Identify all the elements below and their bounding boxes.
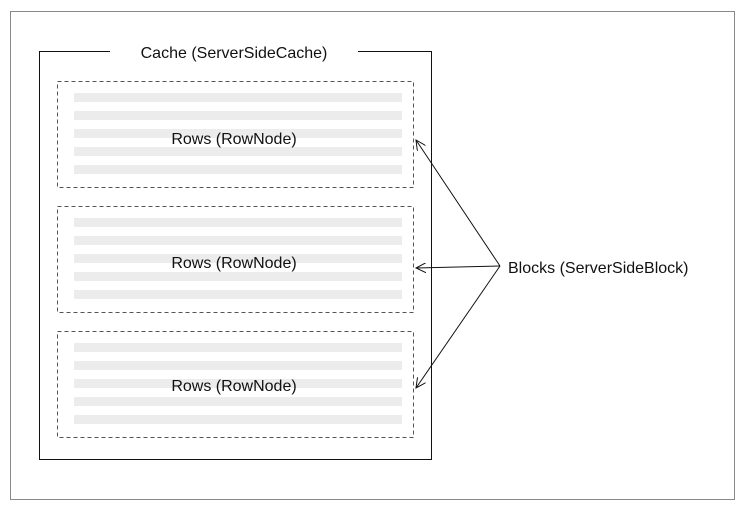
- block-rows-label: Rows (RowNode): [171, 255, 296, 272]
- block-border: [57, 331, 414, 438]
- row-stripe: [74, 254, 402, 263]
- row-stripe: [74, 290, 402, 299]
- row-stripe: [74, 218, 402, 227]
- row-stripe: [74, 236, 402, 245]
- row-stripe: [74, 343, 402, 352]
- callout-arrows: [416, 140, 501, 388]
- cache-box: [39, 51, 432, 460]
- row-stripe: [74, 147, 402, 156]
- row-stripes: [74, 343, 402, 424]
- row-stripes: [74, 93, 402, 174]
- row-stripe: [74, 415, 402, 424]
- block-1: Rows (RowNode): [57, 81, 414, 188]
- row-stripes: [74, 218, 402, 299]
- outer-frame: [10, 11, 735, 500]
- row-stripe: [74, 93, 402, 102]
- row-stripe: [74, 361, 402, 370]
- blocks-callout-label: Blocks (ServerSideBlock): [508, 260, 689, 277]
- block-2: Rows (RowNode): [57, 206, 414, 313]
- block-3: Rows (RowNode): [57, 331, 414, 438]
- row-stripe: [74, 111, 402, 120]
- block-border: [57, 206, 414, 313]
- row-stripe: [74, 129, 402, 138]
- row-stripe: [74, 397, 402, 406]
- block-rows-label: Rows (RowNode): [171, 131, 296, 148]
- arrow-to-block-3: [416, 265, 501, 388]
- arrow-to-block-2: [416, 266, 501, 268]
- row-stripe: [74, 272, 402, 281]
- row-stripe: [74, 379, 402, 388]
- block-border: [57, 81, 414, 188]
- block-rows-label: Rows (RowNode): [171, 378, 296, 395]
- arrow-to-block-1: [416, 140, 501, 267]
- row-stripe: [74, 165, 402, 174]
- cache-title: Cache (ServerSideCache): [141, 45, 328, 62]
